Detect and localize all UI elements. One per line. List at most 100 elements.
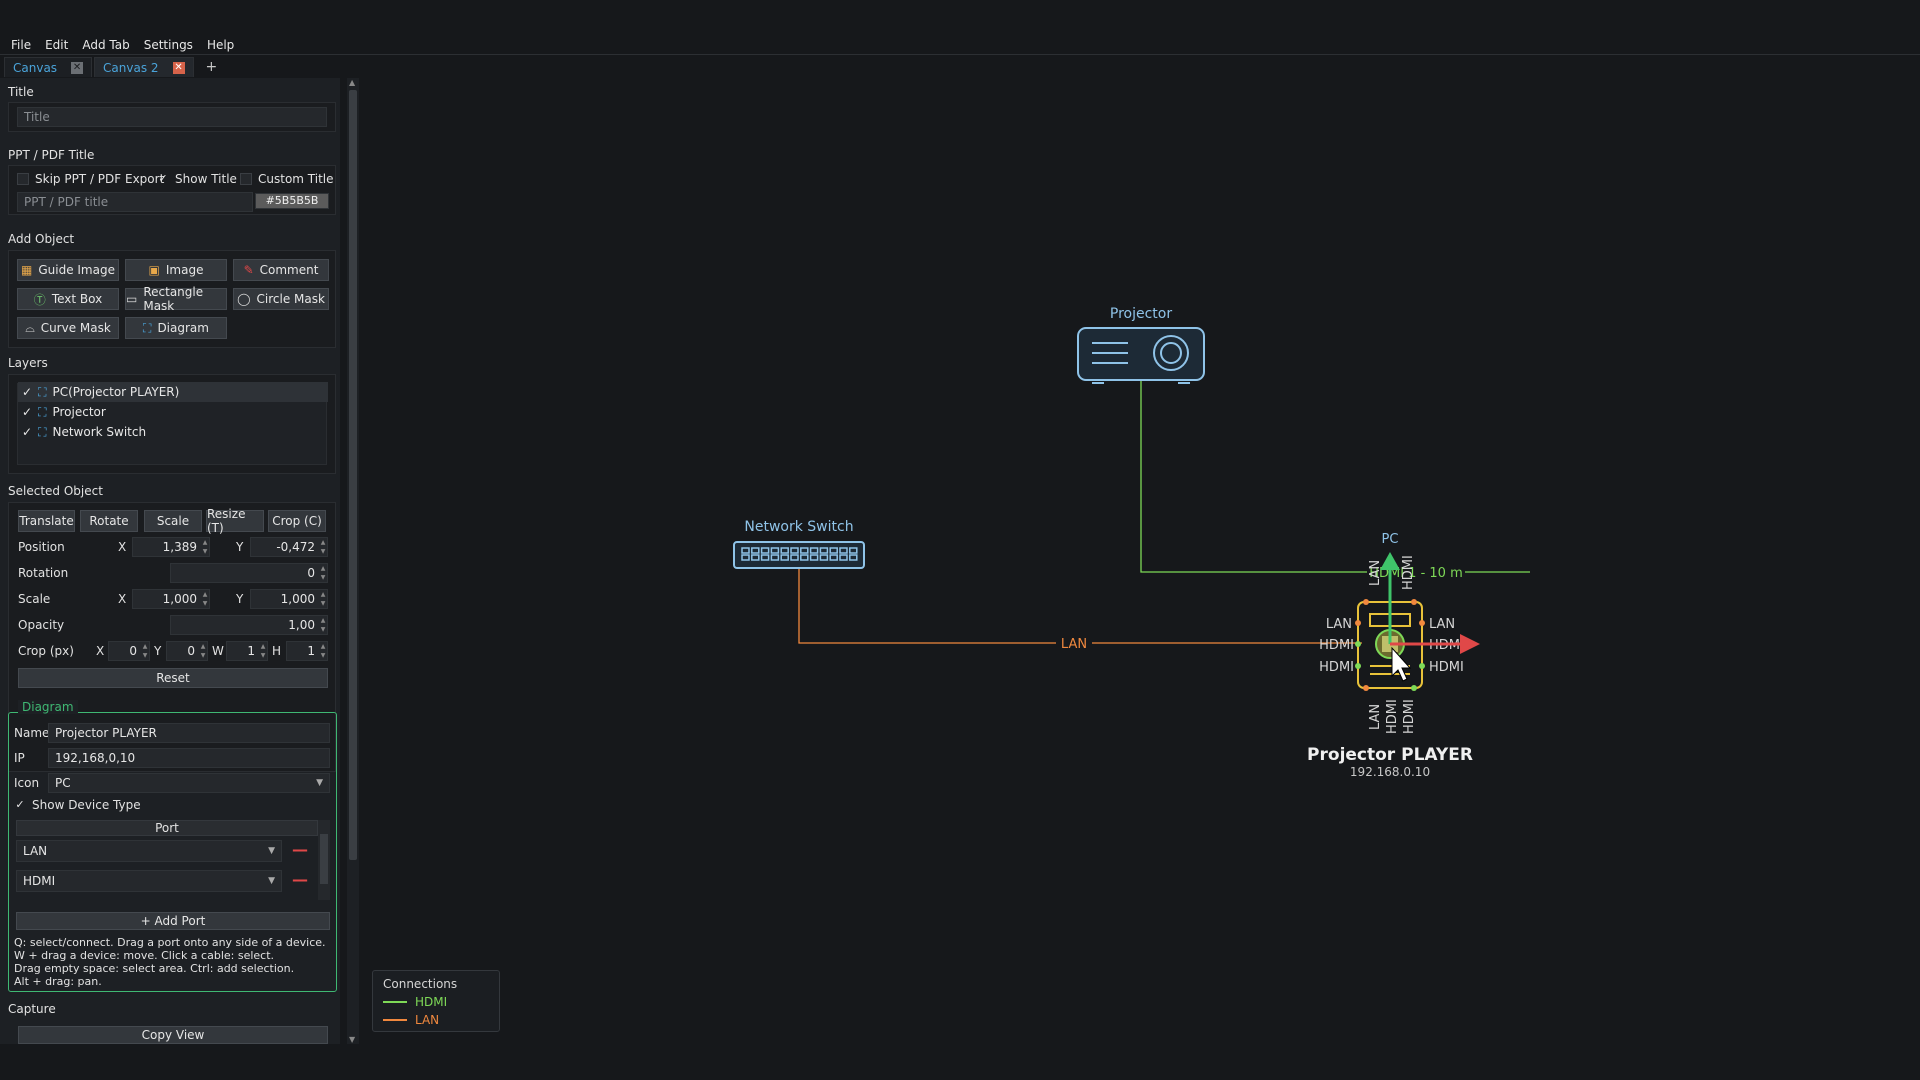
switch-port-slot — [790, 554, 799, 561]
show-title-checkbox[interactable]: ✓ Show Title — [157, 172, 237, 186]
menu-add-tab[interactable]: Add Tab — [82, 37, 130, 52]
switch-port-slot — [839, 547, 848, 554]
check-icon: ✓ — [15, 798, 25, 811]
skip-export-checkbox[interactable]: Skip PPT / PDF Export — [17, 172, 164, 186]
scrollbar-thumb[interactable] — [349, 90, 357, 860]
menu-file[interactable]: File — [11, 37, 32, 52]
custom-title-checkbox[interactable]: Custom Title — [240, 172, 334, 186]
show-device-type-checkbox[interactable]: ✓ Show Device Type — [14, 798, 140, 812]
add-port-button[interactable]: + Add Port — [16, 912, 330, 930]
icon-select[interactable]: PC ▼ — [48, 773, 330, 793]
y-axis-arrow-icon[interactable] — [1380, 552, 1400, 570]
rotate-button[interactable]: Rotate — [80, 510, 138, 532]
crop-x-field[interactable]: 0▲▼ — [108, 641, 150, 661]
layer-label: PC(Projector PLAYER) — [52, 385, 180, 399]
resize-button[interactable]: Resize (T) — [206, 507, 264, 535]
tab-canvas-2[interactable]: Canvas 2 ✕ — [94, 57, 194, 77]
hdmi-cable[interactable] — [1140, 378, 1367, 573]
tab-canvas[interactable]: Canvas ✕ — [4, 57, 93, 77]
circle-mask-button[interactable]: ◯Circle Mask — [233, 288, 329, 310]
opacity-label: Opacity — [18, 618, 65, 632]
legend-item-lan: LAN — [383, 1013, 439, 1027]
lan-cable[interactable] — [798, 569, 1056, 644]
add-tab-button[interactable]: + — [205, 59, 218, 75]
menu-settings[interactable]: Settings — [143, 37, 193, 52]
check-icon[interactable]: ✓ — [22, 405, 33, 419]
menu-help[interactable]: Help — [206, 37, 235, 52]
image-button[interactable]: ▣Image — [125, 259, 227, 281]
reset-button[interactable]: Reset — [18, 668, 328, 688]
rotation-label: Rotation — [18, 566, 69, 580]
lan-cable-label[interactable]: LAN — [1061, 637, 1087, 652]
scale-x-field[interactable]: 1,000▲▼ — [132, 589, 210, 609]
device-name-input[interactable]: Projector PLAYER — [48, 723, 330, 743]
field-value: 0 — [307, 566, 315, 580]
position-x-field[interactable]: 1,389▲▼ — [132, 537, 210, 557]
spinner-icon[interactable]: ▲▼ — [320, 591, 326, 607]
scale-y-field[interactable]: 1,000 ▲▼ — [250, 589, 328, 609]
switch-port-slot — [829, 547, 838, 554]
layer-item-projector[interactable]: ✓ ⛶ Projector — [18, 402, 328, 422]
spinner-icon[interactable]: ▲▼ — [142, 643, 148, 659]
opacity-field[interactable]: 1,00▲▼ — [170, 615, 328, 635]
scale-button[interactable]: Scale — [144, 510, 202, 532]
diagram-icon: ⛶ — [38, 424, 47, 439]
canvas-area[interactable]: Projector Network Switch HDMI 1 - 10 m L… — [362, 78, 1920, 1044]
spinner-icon[interactable]: ▲▼ — [320, 565, 326, 581]
guide-image-button[interactable]: ▦Guide Image — [17, 259, 119, 281]
translate-gizmo[interactable] — [1380, 552, 1480, 654]
capture-heading: Capture — [8, 1002, 56, 1016]
field-value: 1,000 — [280, 592, 315, 606]
diagram-canvas[interactable]: Projector Network Switch HDMI 1 - 10 m L… — [362, 78, 1920, 1044]
crop-y-field[interactable]: 0▲▼ — [166, 641, 208, 661]
spinner-icon[interactable]: ▲▼ — [320, 643, 326, 659]
layer-item-network-switch[interactable]: ✓ ⛶ Network Switch — [18, 422, 328, 442]
close-icon[interactable]: ✕ — [71, 61, 84, 74]
button-label: Rectangle Mask — [143, 285, 204, 313]
rectangle-mask-button[interactable]: ▭Rectangle Mask — [125, 285, 227, 313]
x-axis-arrow-icon[interactable] — [1460, 634, 1480, 654]
scrollbar-thumb[interactable] — [320, 834, 328, 884]
port-select-hdmi[interactable]: HDMI ▼ — [16, 870, 282, 892]
position-y-field[interactable]: -0,472▲▼ — [250, 537, 328, 557]
button-label: Curve Mask — [40, 321, 111, 335]
spinner-icon[interactable]: ▲▼ — [202, 591, 208, 607]
switch-port-slot — [809, 547, 819, 554]
chevron-down-icon[interactable]: ▼ — [349, 1035, 356, 1044]
diagram-button[interactable]: ⛶Diagram — [125, 317, 227, 339]
spinner-icon[interactable]: ▲▼ — [320, 539, 326, 555]
translate-button[interactable]: Translate — [18, 510, 75, 532]
spinner-icon[interactable]: ▲▼ — [202, 539, 208, 555]
ppt-title-input[interactable]: PPT / PDF title — [17, 192, 253, 212]
menu-edit[interactable]: Edit — [45, 37, 69, 52]
curve-mask-button[interactable]: ⌓Curve Mask — [17, 317, 119, 339]
crop-button[interactable]: Crop (C) — [268, 510, 326, 532]
spinner-icon[interactable]: ▲▼ — [260, 643, 266, 659]
diagram-group — [8, 712, 337, 992]
rotation-field[interactable]: 0 ▲▼ — [170, 563, 328, 583]
close-icon[interactable]: ✕ — [172, 61, 185, 74]
title-color-swatch[interactable]: #5B5B5B — [255, 193, 329, 209]
image-icon: ▣ — [148, 263, 160, 277]
port-scrollbar[interactable] — [318, 820, 330, 900]
spinner-icon[interactable]: ▲▼ — [320, 617, 326, 633]
network-switch-icon[interactable] — [733, 541, 865, 569]
w-label: W — [212, 644, 224, 658]
ip-input[interactable]: 192,168,0,10 — [48, 748, 330, 768]
layer-item-pc[interactable]: ✓ ⛶ PC(Projector PLAYER) — [18, 382, 328, 402]
spinner-icon[interactable]: ▲▼ — [200, 643, 206, 659]
projector-icon[interactable] — [1077, 327, 1205, 384]
crop-w-field[interactable]: 1▲▼ — [226, 641, 268, 661]
title-input[interactable]: Title — [17, 107, 327, 127]
remove-port-icon[interactable]: — — [292, 870, 308, 889]
port-select-lan[interactable]: LAN ▼ — [16, 840, 282, 862]
check-icon[interactable]: ✓ — [22, 425, 33, 439]
copy-view-button[interactable]: Copy View — [18, 1026, 328, 1044]
crop-h-field[interactable]: 1▲▼ — [286, 641, 328, 661]
comment-button[interactable]: ✎Comment — [233, 259, 329, 281]
remove-port-icon[interactable]: — — [292, 840, 308, 859]
check-icon[interactable]: ✓ — [22, 385, 33, 399]
chevron-up-icon[interactable]: ▲ — [349, 78, 356, 87]
legend-label: HDMI — [415, 995, 448, 1009]
